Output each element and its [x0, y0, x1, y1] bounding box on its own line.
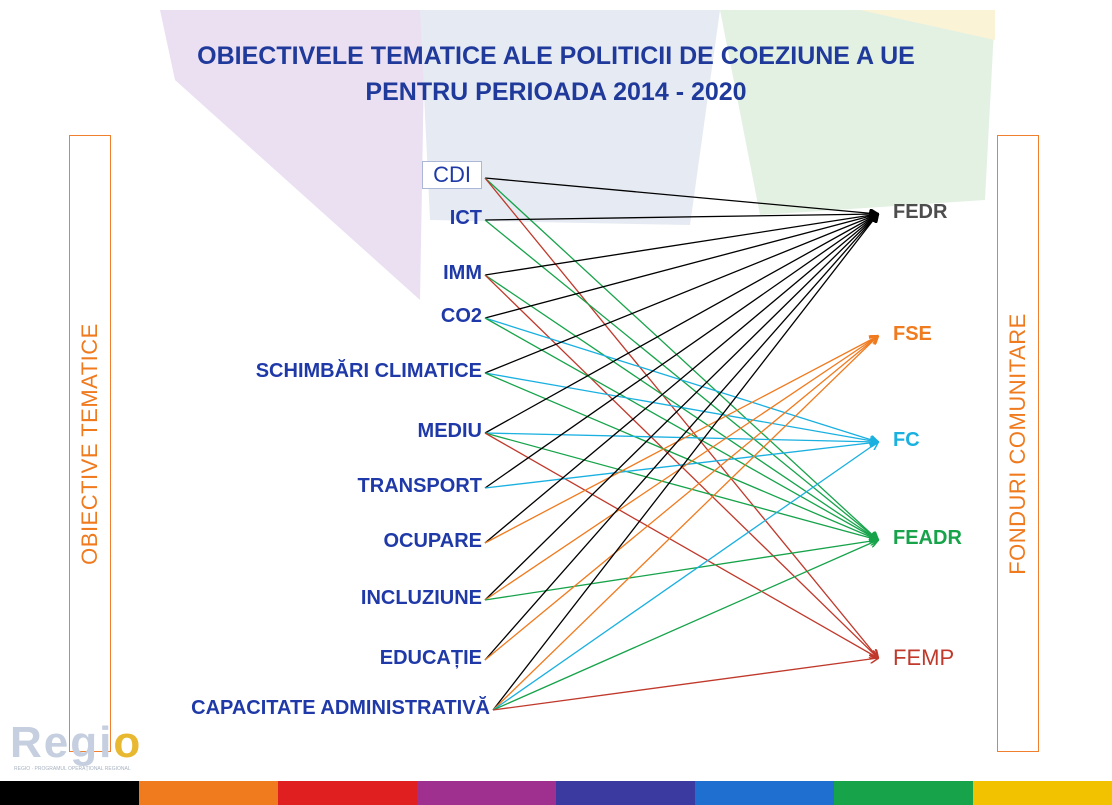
footer-segment: [0, 781, 139, 805]
link-educatie-fedr: [484, 214, 878, 661]
title-line-2: PENTRU PERIOADA 2014 - 2020: [365, 78, 747, 106]
link-climate-fedr: [484, 214, 878, 374]
objectives-box: OBIECTIVE TEMATICE: [69, 135, 111, 752]
footer-segment: [278, 781, 417, 805]
link-incluziune-feadr: [484, 540, 878, 601]
objective-mediu: MEDIU: [417, 420, 482, 442]
link-ocupare-fedr: [484, 214, 878, 544]
link-transport-fedr: [484, 214, 878, 489]
title-line-1: OBIECTIVELE TEMATICE ALE POLITICII DE CO…: [197, 42, 915, 70]
bg-shape-green: [720, 10, 995, 215]
footer-segment: [556, 781, 695, 805]
regio-logo: Regio: [10, 718, 142, 768]
objective-incluziune: INCLUZIUNE: [360, 587, 482, 609]
footer-segment: [695, 781, 834, 805]
link-cdi-feadr: [484, 177, 878, 540]
link-transport-fc: [484, 442, 878, 489]
objective-cdi: CDI: [422, 161, 482, 189]
fund-fse: FSE: [893, 323, 932, 345]
fund-femp: FEMP: [893, 645, 955, 670]
footer-segment: [139, 781, 278, 805]
link-co2-fc: [484, 317, 878, 442]
link-mediu-femp: [484, 432, 878, 658]
logo-subtitle: REGIO · PROGRAMUL OPERAȚIONAL REGIONAL: [14, 766, 131, 772]
page-title: OBIECTIVELE TEMATICE ALE POLITICII DE CO…: [0, 38, 1112, 110]
link-educatie-fse: [484, 336, 878, 661]
link-cdi-femp: [484, 177, 878, 658]
objective-imm: IMM: [443, 262, 482, 284]
objective-transport: TRANSPORT: [357, 475, 482, 497]
link-co2-feadr: [484, 317, 878, 540]
footer-segment: [834, 781, 973, 805]
link-capacitate-feadr: [492, 540, 878, 711]
bg-shape-yellow: [860, 10, 995, 40]
logo-text: Regi: [10, 718, 114, 767]
objective-ocupare: OCUPARE: [383, 530, 482, 552]
fund-feadr: FEADR: [893, 527, 962, 549]
link-ict-fedr: [484, 214, 878, 221]
link-imm-fedr: [484, 214, 878, 276]
footer-segment: [417, 781, 556, 805]
objective-capacitate: CAPACITATE ADMINISTRATIVĂ: [191, 697, 490, 719]
objective-ict: ICT: [449, 207, 482, 229]
link-capacitate-femp: [492, 658, 878, 711]
logo-o-icon: o: [113, 718, 143, 767]
link-mediu-feadr: [484, 432, 878, 540]
bg-shape-blue: [420, 10, 720, 225]
fund-fc: FC: [893, 429, 920, 451]
link-climate-feadr: [484, 372, 878, 540]
objective-co2: CO2: [440, 305, 482, 327]
objective-educatie: EDUCAȚIE: [379, 647, 482, 669]
objective-climate: SCHIMBĂRI CLIMATICE: [255, 360, 482, 382]
link-incluziune-fedr: [484, 214, 878, 601]
link-cdi-fedr: [484, 177, 878, 214]
bg-shape-purple: [160, 10, 425, 300]
link-capacitate-fse: [492, 336, 878, 711]
fund-fedr: FEDR: [893, 201, 948, 223]
funds-box: FONDURI COMUNITARE: [997, 135, 1039, 752]
link-mediu-fedr: [484, 214, 878, 434]
link-capacitate-fedr: [492, 214, 878, 711]
footer-segment: [973, 781, 1112, 805]
link-capacitate-fc: [492, 442, 878, 711]
link-co2-fedr: [484, 214, 878, 319]
link-ocupare-fse: [484, 336, 878, 544]
footer-color-bar: [0, 781, 1112, 805]
